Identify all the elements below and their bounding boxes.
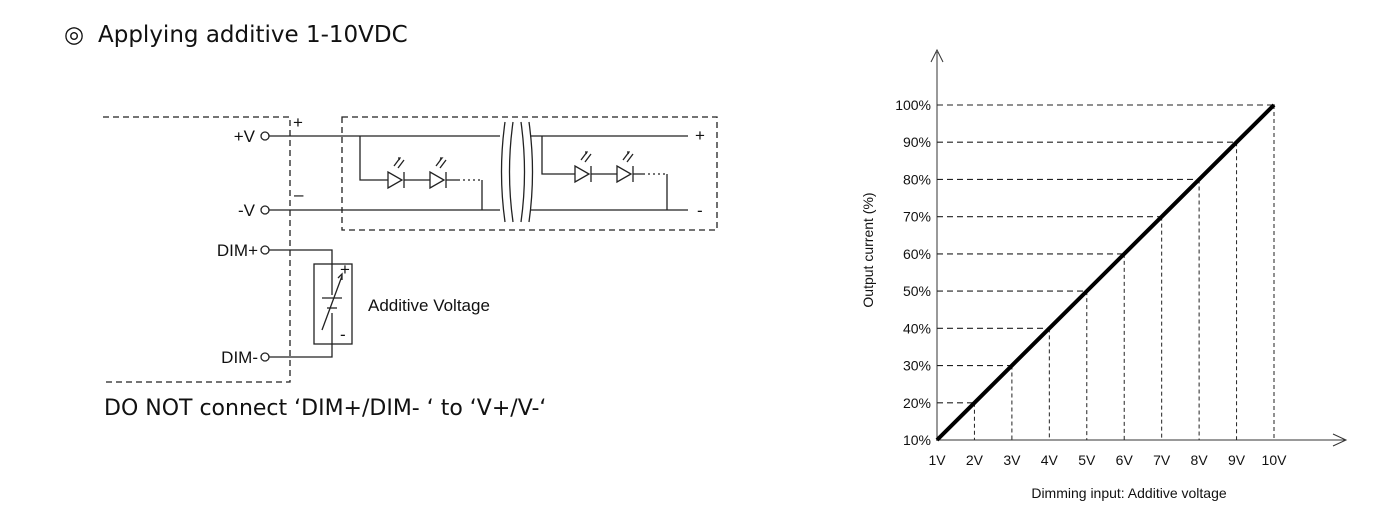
- data-point: [1123, 253, 1126, 255]
- variable-dc-source-icon: [313, 263, 353, 345]
- data-point: [1048, 327, 1051, 330]
- y-axis-label: Output current (%): [860, 192, 876, 307]
- warning-note: DO NOT connect ‘DIM+/DIM- ‘ to ‘V+/V-‘: [104, 396, 547, 421]
- led-icon: [574, 151, 592, 184]
- led-icon: [387, 157, 405, 190]
- data-point: [1160, 215, 1163, 218]
- break-mark: [520, 121, 526, 223]
- y-axis-arrow: [930, 48, 944, 63]
- load-plus-mark: +: [695, 126, 705, 145]
- break-mark: [500, 121, 506, 223]
- led-icon: [429, 157, 447, 190]
- data-point: [936, 439, 938, 441]
- data-point: [973, 401, 976, 404]
- x-tick-label: 5V: [1078, 452, 1096, 468]
- data-point: [1011, 364, 1013, 367]
- y-tick-label: 30%: [903, 358, 931, 374]
- additive-voltage-label: Additive Voltage: [368, 296, 490, 315]
- x-tick-label: 3V: [1003, 452, 1021, 468]
- break-mark: [508, 121, 514, 223]
- title-text: Applying additive 1-10VDC: [98, 22, 408, 48]
- x-tick-label: 10V: [1262, 452, 1288, 468]
- data-point: [1085, 290, 1088, 292]
- led-string-2: [541, 136, 668, 210]
- minus-v-terminal: [260, 205, 270, 215]
- break-mark: [528, 121, 534, 223]
- source-plus-mark: +: [340, 260, 350, 279]
- dim-minus-terminal: [260, 352, 270, 362]
- minus-v-label: -V: [238, 201, 256, 220]
- y-tick-label: 90%: [903, 134, 931, 150]
- dim-plus-label: DIM+: [217, 241, 258, 260]
- psu-plus-mark: +: [293, 113, 303, 132]
- x-tick-label: 1V: [928, 452, 946, 468]
- wiring-diagram: [103, 116, 718, 383]
- series-layer: [935, 103, 1276, 442]
- y-tick-label: 80%: [903, 171, 931, 187]
- wiring-labels: +V -V DIM+ DIM- + – + - + - Additive Vol…: [217, 113, 705, 367]
- double-circle-bullet-icon: ◎: [64, 22, 85, 48]
- plus-v-terminal: [260, 131, 270, 141]
- dimming-chart: 10% 20% 30% 40% 50% 60% 70% 80% 90% 100% 1V 2V 3V 4V…: [860, 48, 1348, 501]
- x-tick-label: 7V: [1153, 452, 1171, 468]
- led-string-1: [359, 136, 483, 210]
- guide-lines: [937, 104, 1275, 440]
- led-load-boundary: [341, 116, 718, 231]
- dim-minus-wire: [269, 344, 333, 358]
- dim-minus-label: DIM-: [221, 348, 258, 367]
- x-tick-label: 6V: [1116, 452, 1134, 468]
- x-axis-label: Dimming input: Additive voltage: [1031, 485, 1227, 501]
- load-minus-mark: -: [697, 201, 703, 220]
- x-tick-label: 2V: [966, 452, 984, 468]
- data-point: [1198, 178, 1200, 181]
- x-tick-label: 9V: [1228, 452, 1246, 468]
- y-tick-label: 100%: [895, 97, 931, 113]
- dim-plus-wire: [269, 249, 333, 264]
- y-tick-label: 70%: [903, 209, 931, 225]
- x-tick-labels: 1V 2V 3V 4V 5V 6V 7V 8V 9V 10V: [928, 452, 1287, 468]
- y-tick-label: 50%: [903, 283, 931, 299]
- data-point: [1273, 104, 1275, 106]
- led-icon: [616, 151, 634, 184]
- data-point: [1235, 141, 1238, 144]
- power-supply-boundary: [103, 116, 291, 383]
- x-axis-arrow: [1332, 433, 1348, 447]
- plus-v-label: +V: [234, 127, 256, 146]
- x-tick-label: 4V: [1041, 452, 1059, 468]
- psu-minus-mark: –: [294, 185, 304, 204]
- source-minus-mark: -: [340, 325, 346, 344]
- y-tick-label: 60%: [903, 246, 931, 262]
- y-tick-label: 40%: [903, 320, 931, 336]
- x-tick-label: 8V: [1191, 452, 1209, 468]
- y-tick-label: 20%: [903, 395, 931, 411]
- y-tick-label: 10%: [903, 432, 931, 448]
- section-title: ◎ Applying additive 1-10VDC: [64, 22, 408, 48]
- y-tick-labels: 10% 20% 30% 40% 50% 60% 70% 80% 90% 100%: [895, 97, 931, 448]
- dim-plus-terminal: [260, 245, 270, 255]
- output-current-line: [935, 103, 1276, 442]
